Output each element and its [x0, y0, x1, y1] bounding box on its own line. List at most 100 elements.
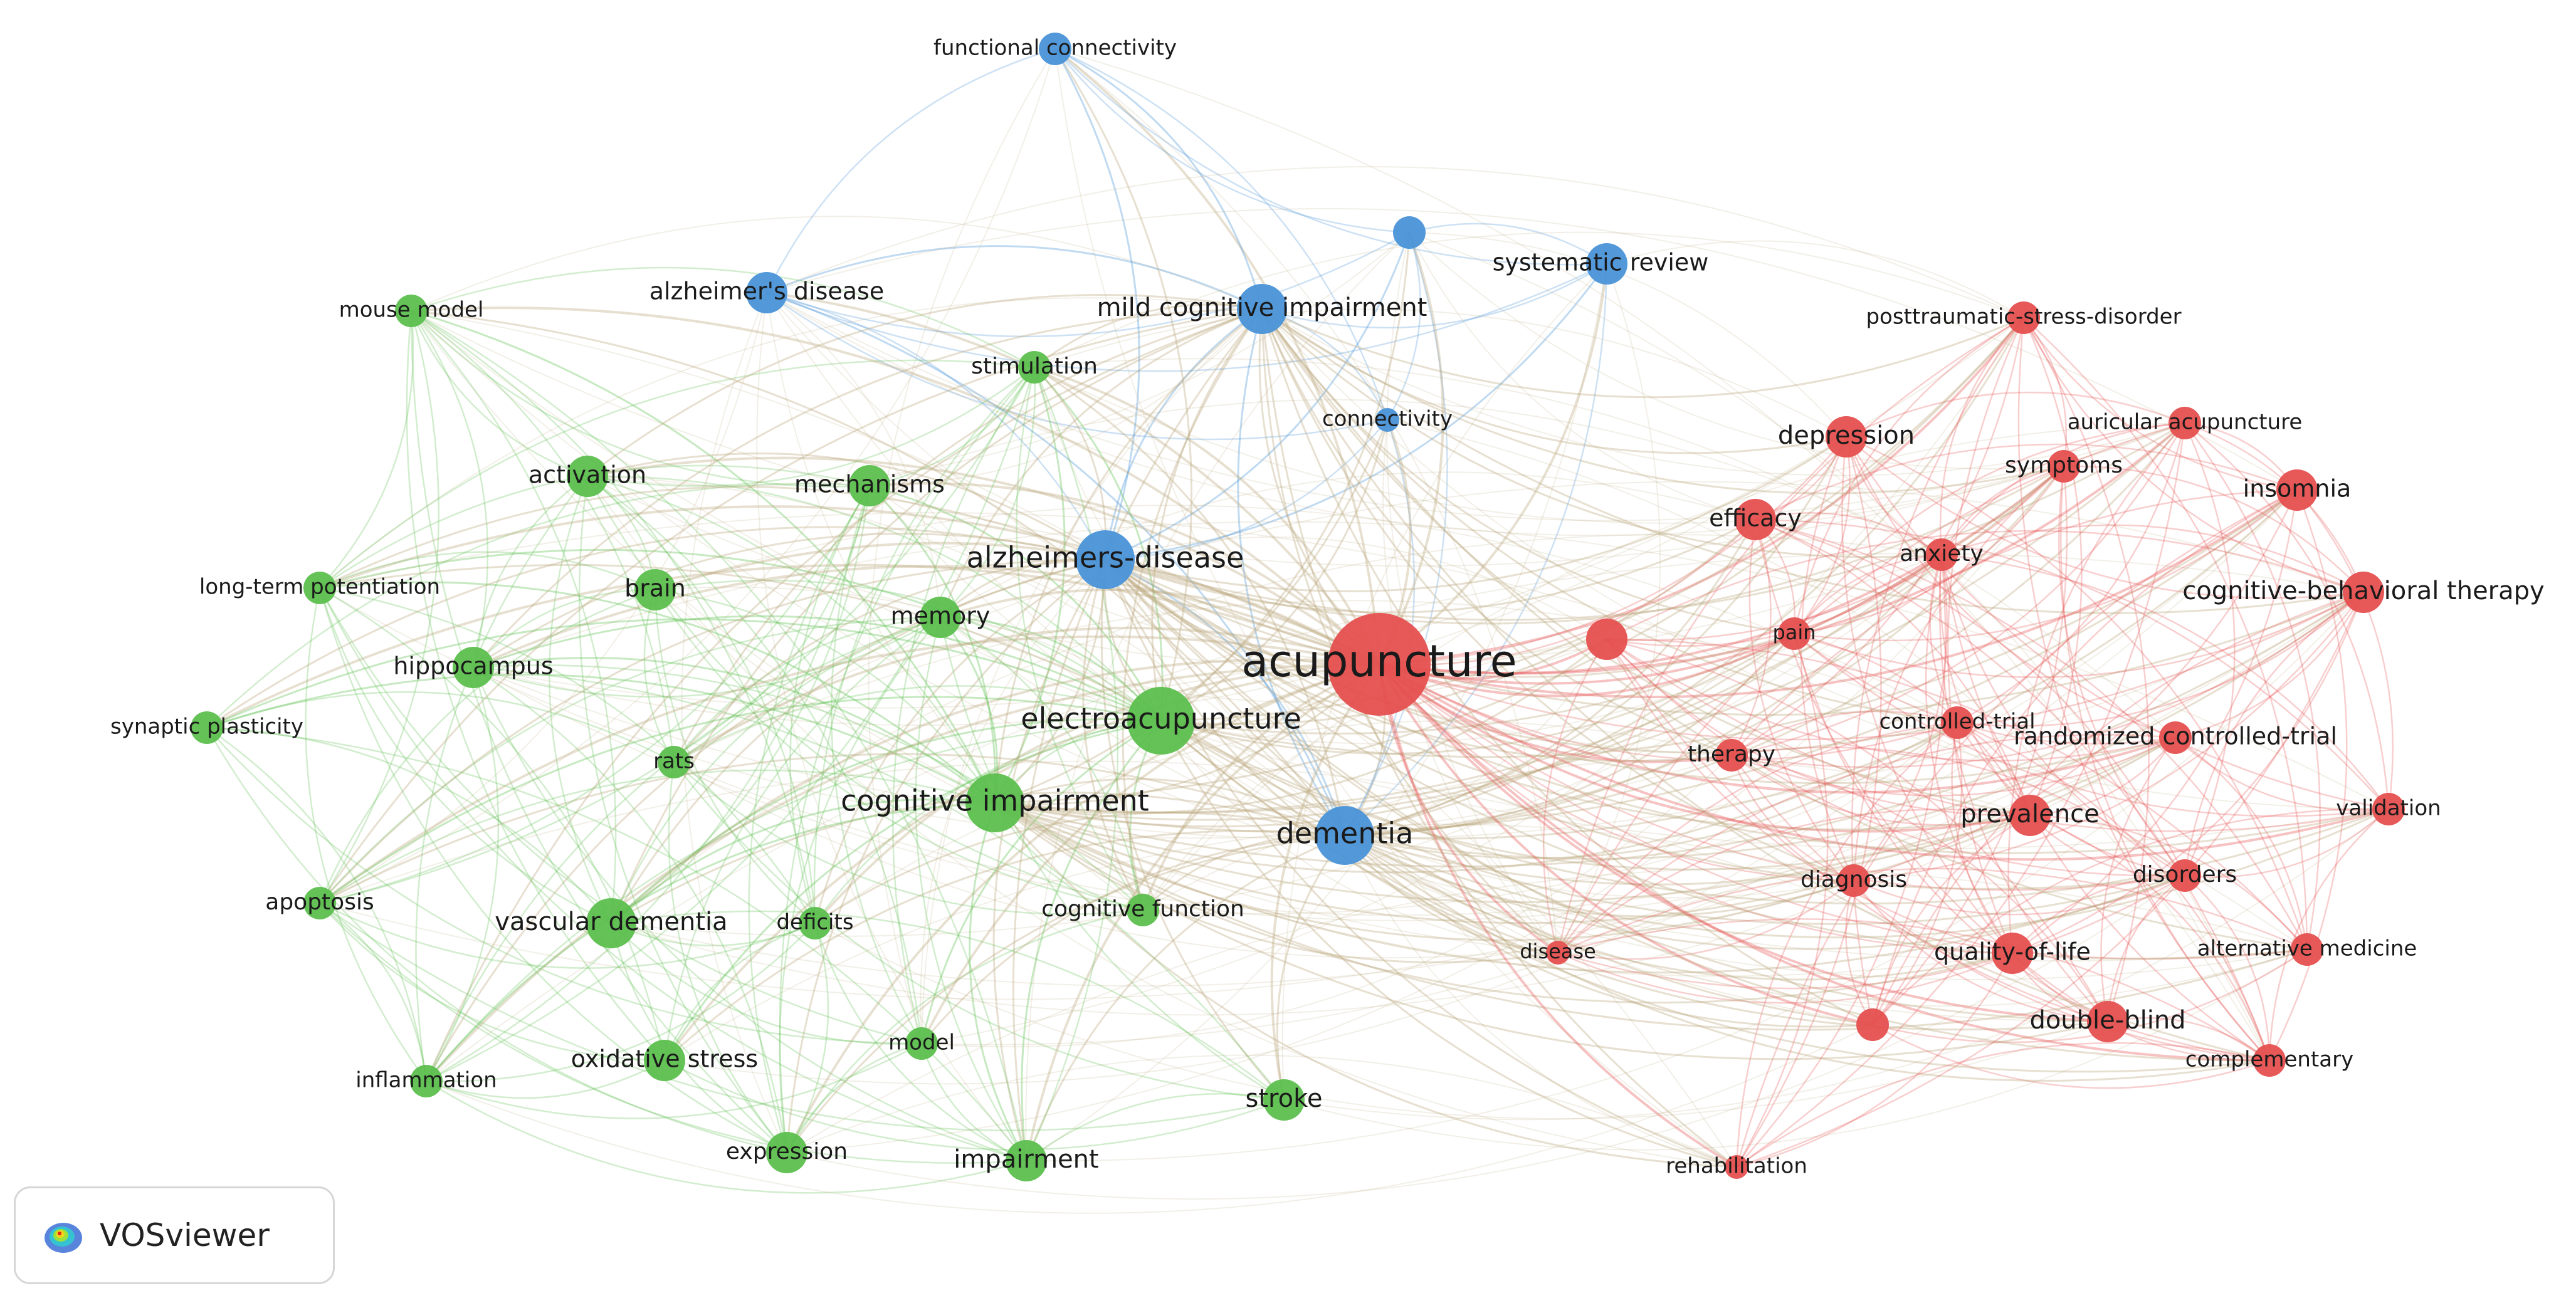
node-mouse-model[interactable] — [395, 295, 428, 327]
edge — [2184, 808, 2389, 878]
node-impairment[interactable] — [1006, 1140, 1047, 1181]
node-rehabilitation[interactable] — [1725, 1155, 1748, 1179]
node-diagnosis[interactable] — [1837, 864, 1870, 897]
node-double-blind[interactable] — [2087, 1001, 2128, 1042]
edge — [994, 802, 1854, 941]
edge — [814, 923, 1027, 1162]
edge — [766, 166, 2024, 318]
node-prevalence[interactable] — [2009, 795, 2051, 836]
node-posttraumatic-stress-disorder[interactable] — [2007, 301, 2040, 334]
edge — [610, 616, 941, 924]
edge — [473, 521, 2389, 810]
node-depression[interactable] — [1826, 416, 1867, 458]
node-cognitive-behavioral-therapy[interactable] — [2343, 572, 2384, 613]
node-brain[interactable] — [634, 569, 676, 610]
node-dementia[interactable] — [1315, 806, 1374, 865]
edge — [411, 310, 2389, 850]
node-mild-cognitive-impairment[interactable] — [1237, 284, 1287, 334]
node-alzheimer-s-disease[interactable] — [746, 272, 787, 313]
label-deficits: deficits — [776, 910, 853, 935]
node-symptoms[interactable] — [2048, 450, 2080, 483]
node-auricular-acupuncture[interactable] — [2169, 407, 2201, 439]
node-efficacy[interactable] — [1735, 499, 1776, 540]
label-systematic-review: systematic review — [1493, 249, 1709, 276]
node-memory[interactable] — [920, 597, 961, 638]
node-stroke[interactable] — [1263, 1079, 1305, 1121]
node-model[interactable] — [905, 1027, 938, 1060]
node-deficits[interactable] — [799, 907, 831, 939]
node-apoptosis[interactable] — [303, 887, 336, 919]
node-mechanisms[interactable] — [849, 465, 890, 506]
node-synaptic-plasticity[interactable] — [191, 711, 223, 744]
edge — [2175, 737, 2389, 812]
edge — [1606, 240, 2024, 318]
node-controlled-trial[interactable] — [1941, 706, 1974, 739]
edge — [1387, 419, 2270, 1061]
node-electroacupuncture[interactable] — [1127, 687, 1195, 755]
node-activation[interactable] — [567, 456, 608, 497]
edge — [2012, 592, 2365, 955]
node-validation[interactable] — [2372, 793, 2405, 825]
node-alzheimers-disease[interactable] — [1076, 530, 1135, 589]
node-quality-of-life[interactable] — [1992, 933, 2033, 974]
edge — [1755, 443, 2298, 521]
edge — [1386, 232, 1559, 953]
node-expression[interactable] — [766, 1132, 807, 1173]
node-acupuncture[interactable] — [1328, 613, 1431, 716]
edge — [473, 615, 1162, 722]
label-hippocampus: hippocampus — [393, 652, 553, 680]
edge — [587, 475, 996, 803]
node-long-term-potentiation[interactable] — [303, 572, 336, 604]
node-unlabeled-red-2[interactable] — [1856, 1008, 1889, 1041]
edge — [2029, 815, 2185, 877]
node-therapy[interactable] — [1715, 739, 1748, 772]
edge — [1151, 308, 1263, 721]
edge — [319, 902, 816, 969]
edge — [318, 587, 1027, 1162]
edge — [587, 367, 1035, 487]
node-cognitive-function[interactable] — [1127, 894, 1159, 926]
node-insomnia[interactable] — [2276, 469, 2318, 511]
edge — [994, 632, 1795, 828]
node-randomized-controlled-trial[interactable] — [2159, 721, 2192, 754]
label-mild-cognitive-impairment: mild cognitive impairment — [1097, 293, 1427, 322]
node-oxidative-stress[interactable] — [644, 1040, 685, 1081]
edge — [814, 720, 1732, 924]
edge — [1105, 232, 1411, 561]
node-disease[interactable] — [1546, 941, 1570, 965]
edge — [814, 720, 1162, 924]
node-cognitive-impairment[interactable] — [965, 773, 1024, 832]
edge — [1344, 639, 1607, 836]
edge — [786, 558, 1106, 1153]
edge — [1160, 317, 2025, 722]
node-hippocampus[interactable] — [453, 647, 494, 688]
edge — [426, 720, 1162, 1082]
edge — [1379, 436, 1847, 666]
edge — [766, 292, 2185, 521]
edge — [766, 292, 1873, 1025]
edge — [1378, 232, 1444, 665]
edge — [1034, 308, 1847, 437]
label-long-term-potentiation: long-term potentiation — [199, 575, 440, 600]
node-systematic-review[interactable] — [1586, 243, 1627, 285]
node-alternative-medicine[interactable] — [2291, 933, 2323, 966]
node-connectivity[interactable] — [1375, 408, 1399, 432]
edge — [1160, 554, 1942, 745]
node-anxiety[interactable] — [1925, 538, 1958, 571]
node-unlabeled-red-1[interactable] — [1586, 619, 1627, 660]
node-inflammation[interactable] — [410, 1065, 443, 1097]
edge — [1160, 489, 2298, 758]
node-functional-connectivity[interactable] — [1039, 33, 1071, 65]
edge — [1872, 466, 2068, 1025]
edge — [1379, 664, 2013, 955]
node-vascular-dementia[interactable] — [586, 898, 636, 948]
node-rats[interactable] — [658, 746, 690, 778]
edge — [1160, 518, 1757, 726]
node-stimulation[interactable] — [1018, 351, 1051, 384]
node-disorders[interactable] — [2169, 859, 2201, 892]
edge — [1344, 436, 1848, 837]
node-complementary[interactable] — [2253, 1044, 2286, 1077]
node-pain[interactable] — [1778, 617, 1811, 650]
edge — [206, 526, 1106, 729]
node-unlabeled-blue[interactable] — [1393, 216, 1426, 249]
